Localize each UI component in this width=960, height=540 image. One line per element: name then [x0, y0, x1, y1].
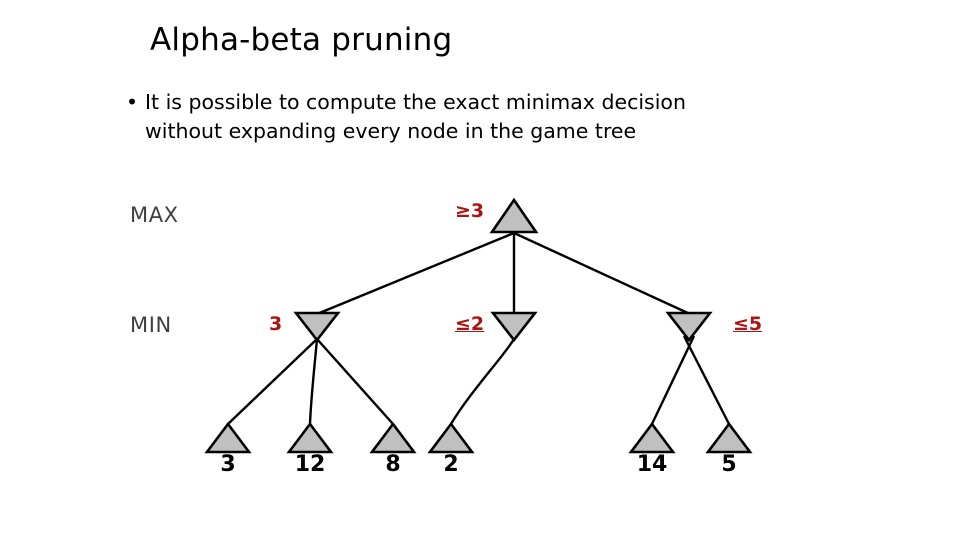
node-min-right[interactable]	[665, 311, 713, 343]
edge-min3-to-leaf6	[682, 335, 731, 425]
annotation-min-right-value: ≤5	[733, 313, 763, 335]
node-leaf-6[interactable]	[705, 421, 753, 454]
edge-min1-to-leaf1	[227, 338, 318, 425]
node-min-left[interactable]	[293, 311, 341, 343]
bullet-line-1-text: It is possible to compute the exact mini…	[145, 90, 686, 114]
bullet-line-1: •It is possible to compute the exact min…	[126, 88, 826, 117]
leaf-value-1: 3	[220, 452, 236, 477]
node-leaf-5[interactable]	[628, 421, 676, 454]
leaf-value-4: 2	[443, 452, 459, 477]
edge-min1-to-leaf2	[308, 338, 319, 425]
tree-edges-level1	[316, 231, 691, 316]
node-leaf-1[interactable]	[204, 421, 252, 454]
edge-min2-to-leaf4	[449, 338, 516, 425]
tree-edges-min2	[449, 338, 516, 425]
row-label-max: MAX	[130, 203, 179, 227]
node-leaf-3[interactable]	[369, 421, 417, 454]
row-label-min: MIN	[130, 313, 172, 337]
node-min-middle[interactable]	[490, 311, 538, 343]
annotation-min-left-value: 3	[269, 313, 283, 335]
annotation-root-value: ≥3	[455, 200, 485, 222]
edge-min3-to-leaf5	[650, 335, 696, 425]
leaf-value-5: 14	[636, 452, 668, 477]
bullet-line-2-text: without expanding every node in the game…	[145, 119, 637, 144]
bullet-line-2: without expanding every node in the game…	[126, 117, 826, 146]
node-leaf-2[interactable]	[286, 421, 334, 454]
page-title: Alpha-beta pruning	[150, 22, 453, 58]
bullet-marker-icon: •	[126, 90, 139, 114]
tree-edges-min1	[227, 338, 394, 425]
leaf-value-6: 5	[721, 452, 737, 477]
bullet-list: •It is possible to compute the exact min…	[126, 88, 826, 146]
edge-min1-to-leaf3	[316, 338, 394, 425]
edge-root-to-min1	[316, 231, 515, 316]
annotation-min-middle-value: ≤2	[455, 313, 485, 335]
edge-root-to-min3	[513, 231, 691, 316]
leaf-value-3: 8	[385, 452, 401, 477]
node-leaf-4[interactable]	[427, 421, 475, 454]
node-max-root[interactable]	[489, 197, 539, 234]
tree-edges-min3	[650, 335, 731, 425]
leaf-value-2: 12	[294, 452, 326, 477]
